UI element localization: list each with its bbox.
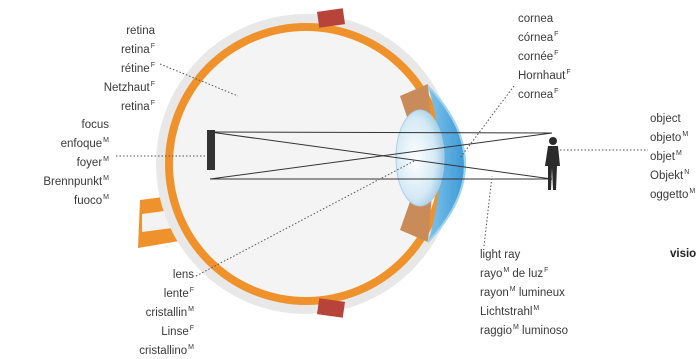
object-term-en: object: [650, 112, 695, 127]
cornea-term-it: corneaF: [518, 84, 571, 103]
cornea-term-de: HornhautF: [518, 65, 571, 84]
focus-term-it: fuocoM: [43, 190, 109, 209]
cornea-labels: cornea córneaF cornéeF HornhautF corneaF: [518, 12, 571, 103]
retina-image: [207, 130, 215, 170]
focus-term-es: enfoqueM: [43, 133, 109, 152]
retina-term-es: retinaF: [104, 39, 155, 58]
leader-cornea: [460, 86, 514, 158]
lens-term-es: lenteF: [139, 283, 194, 302]
focus-labels: focus enfoqueM foyerM BrennpunktM fuocoM: [43, 118, 109, 209]
light-ray-labels: light ray rayoM de luzF rayonM lumineux …: [480, 248, 568, 339]
retina-term-it: retinaF: [104, 96, 155, 115]
person-silhouette-icon: [545, 137, 560, 190]
light-ray-term-fr: rayonM lumineux: [480, 282, 568, 301]
leader-light-ray: [484, 176, 492, 246]
light-ray-term-en: light ray: [480, 248, 568, 263]
cornea-term-fr: cornéeF: [518, 46, 571, 65]
edge-cutoff-text: visio: [670, 248, 696, 260]
retina-labels: retina retinaF rétineF NetzhautF retinaF: [104, 24, 155, 115]
lens-labels: lens lenteF cristallinM LinseF cristalli…: [139, 268, 194, 359]
cornea-term-es: córneaF: [518, 27, 571, 46]
retina-term-en: retina: [104, 24, 155, 39]
light-ray-term-it: raggioM luminoso: [480, 320, 568, 339]
object-term-de: ObjektN: [650, 165, 695, 184]
focus-term-fr: foyerM: [43, 152, 109, 171]
focus-term-de: BrennpunktM: [43, 171, 109, 190]
light-ray-term-es: rayoM de luzF: [480, 263, 568, 282]
object-labels: object objetoM objetM ObjektN oggettoM: [650, 112, 695, 203]
retina-term-fr: rétineF: [104, 58, 155, 77]
retina-term-de: NetzhautF: [104, 77, 155, 96]
cornea-term-en: cornea: [518, 12, 571, 27]
lens-shape: [396, 110, 444, 206]
lens-term-en: lens: [139, 268, 194, 283]
object-term-es: objetoM: [650, 127, 695, 146]
lens-term-fr: cristallinM: [139, 302, 194, 321]
focus-term-en: focus: [43, 118, 109, 133]
light-ray-term-de: LichtstrahlM: [480, 301, 568, 320]
object-term-it: oggettoM: [650, 184, 695, 203]
lens-term-de: LinseF: [139, 321, 194, 340]
object-term-fr: objetM: [650, 146, 695, 165]
